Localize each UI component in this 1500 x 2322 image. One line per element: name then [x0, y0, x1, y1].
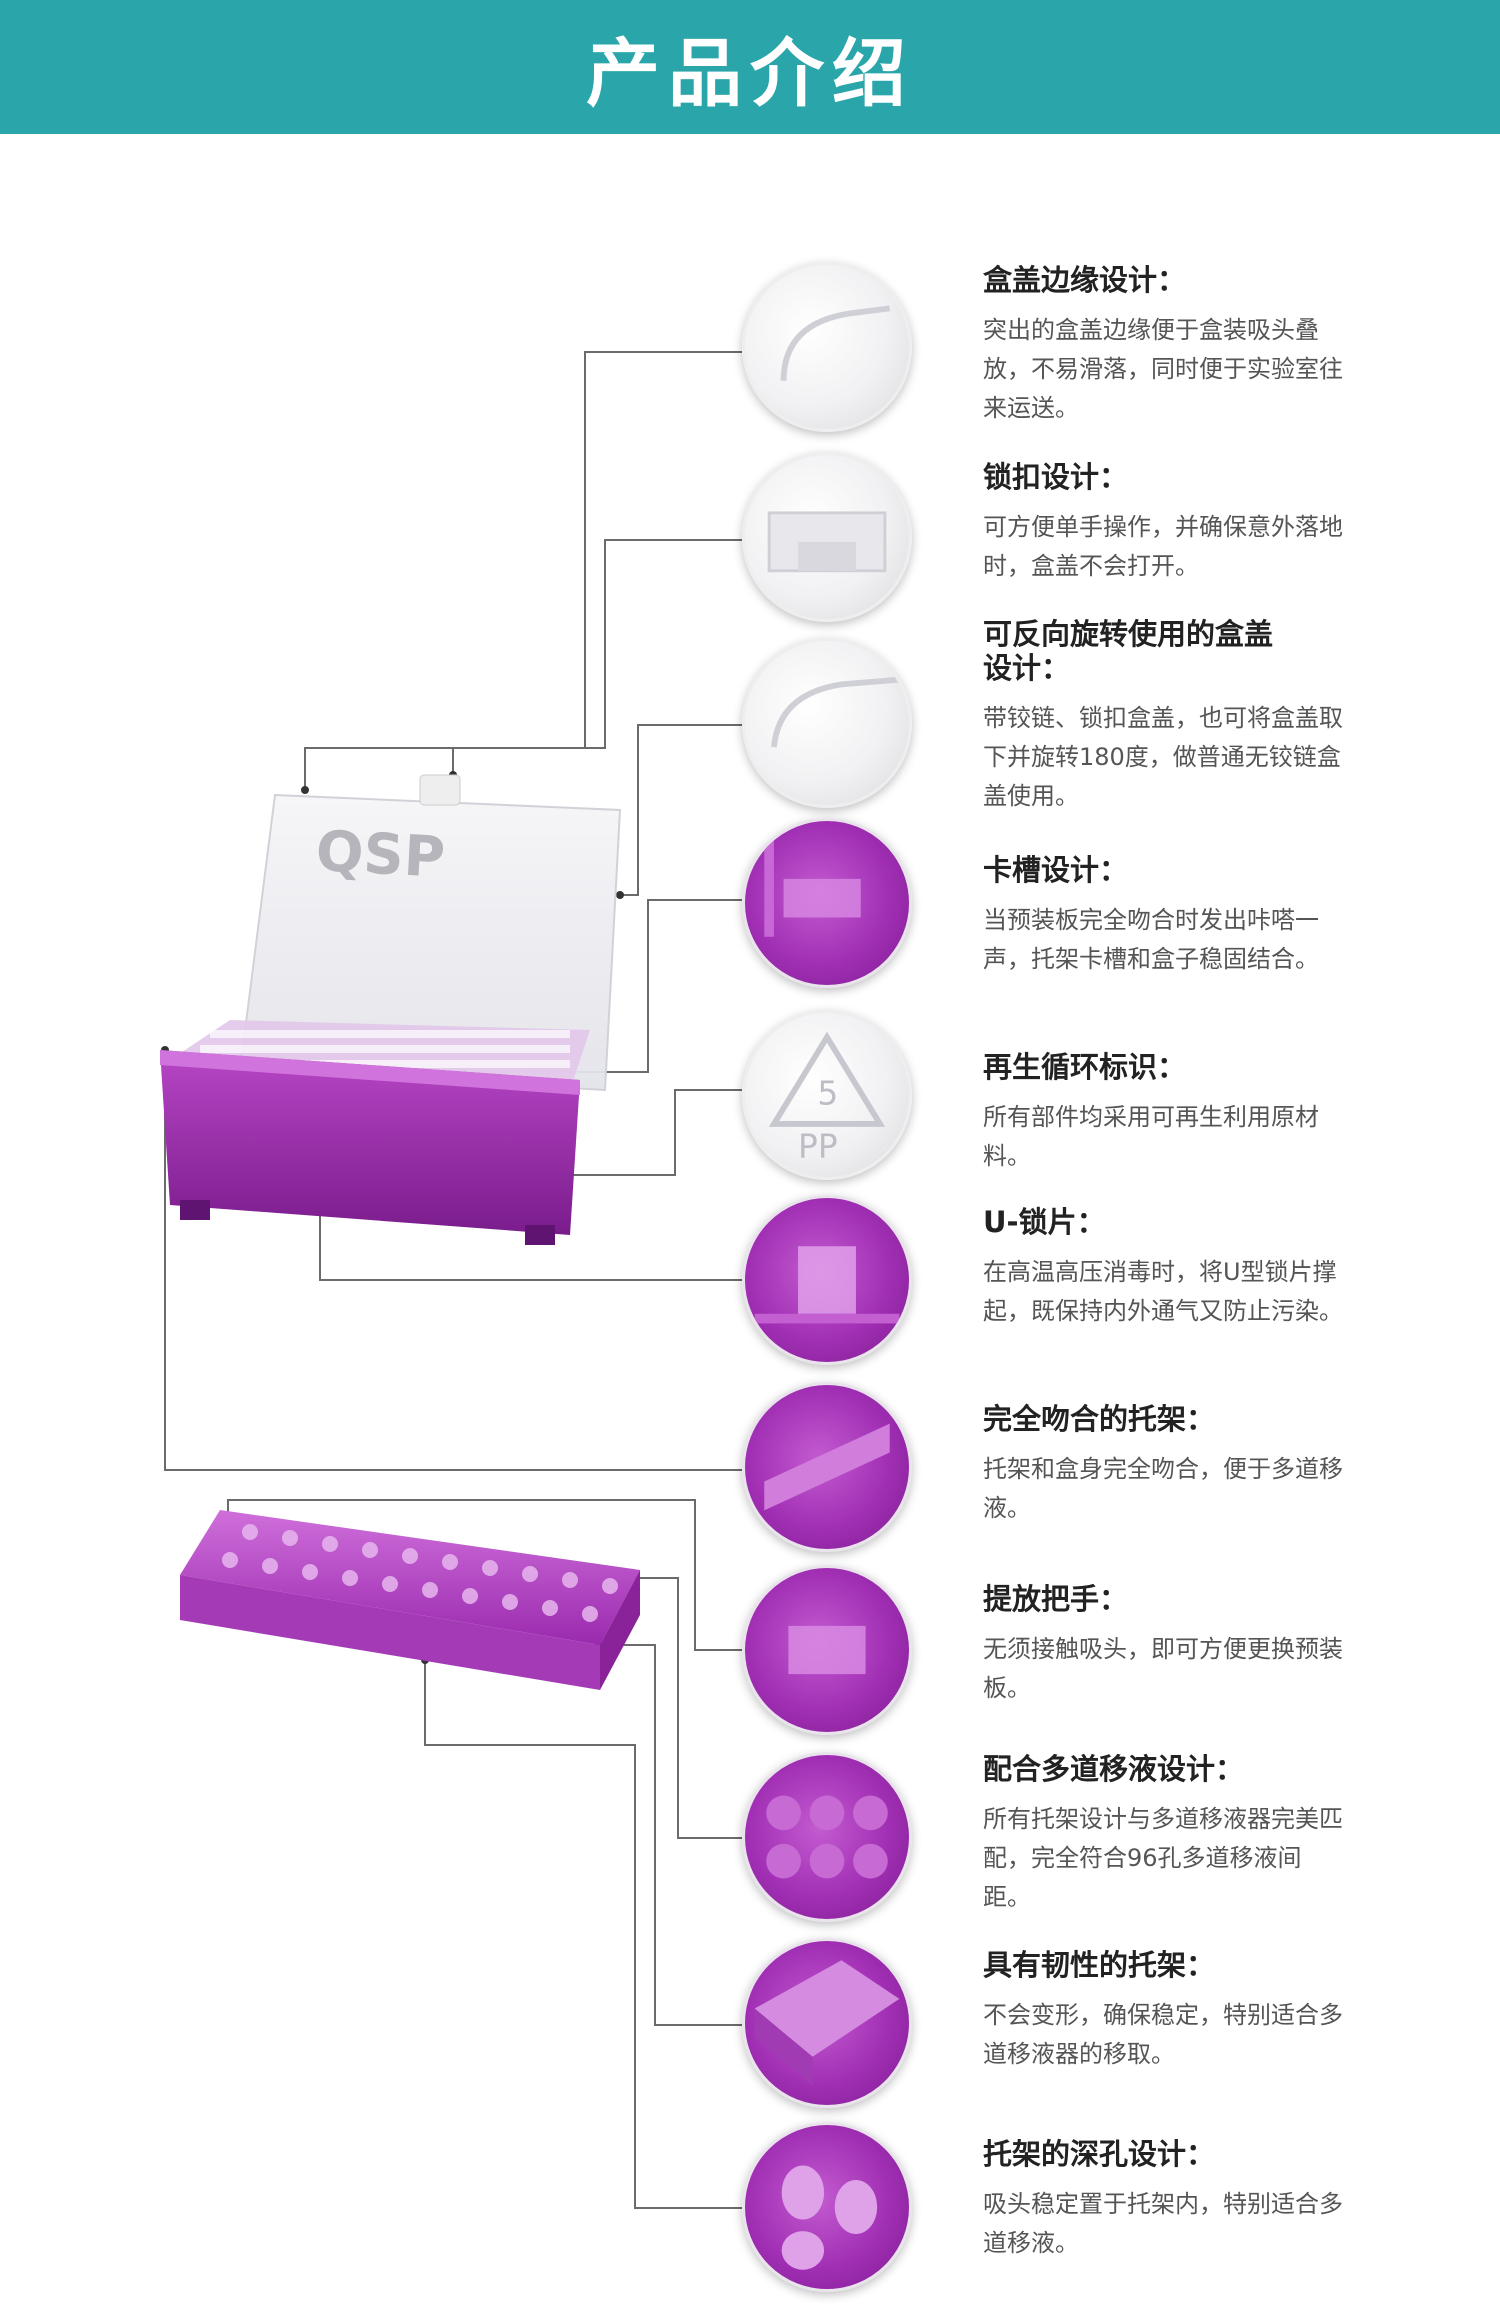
feature-desc: 所有托架设计与多道移液器完美匹配，完全符合96孔多道移液间距。: [983, 1805, 1343, 1911]
detail-image-lid-edge: [742, 262, 912, 432]
recycle-material: PP: [798, 1128, 838, 1166]
connector-line-3: [620, 724, 742, 896]
brand-logo: QSP: [314, 819, 446, 891]
page-header: 产品介绍: [0, 0, 1500, 134]
feature-title: 盒盖边缘设计：: [983, 263, 1187, 297]
feature-fitting-rack: 完全吻合的托架： 托架和盒身完全吻合，便于多道移液。: [983, 1402, 1343, 1528]
feature-recycle: 再生循环标识： 所有部件均采用可再生利用原材料。: [983, 1050, 1343, 1176]
box-lid: [238, 793, 622, 1092]
tip-rack-illustration: [180, 1510, 640, 1690]
detail-image-fitting-rack: [742, 1382, 912, 1552]
feature-latch: 锁扣设计： 可方便单手操作，并确保意外落地时，盒盖不会打开。: [983, 460, 1343, 586]
feature-deep-holes: 托架的深孔设计： 吸头稳定置于托架内，特别适合多道移液。: [983, 2137, 1343, 2263]
feature-desc: 所有部件均采用可再生利用原材料。: [983, 1103, 1319, 1170]
detail-image-reversible-lid: [742, 638, 912, 808]
feature-title: 可反向旋转使用的盒盖设计：: [983, 617, 1274, 685]
feature-desc: 在高温高压消毒时，将U型锁片撑起，既保持内外通气又防止污染。: [983, 1258, 1343, 1325]
detail-image-latch: [742, 452, 912, 622]
feature-desc: 不会变形，确保稳定，特别适合多道移液器的移取。: [983, 2001, 1343, 2068]
lid-latch: [419, 774, 461, 806]
detail-image-multichannel: [742, 1752, 912, 1922]
feature-title: 托架的深孔设计：: [983, 2137, 1216, 2171]
feature-title: 完全吻合的托架：: [983, 1402, 1216, 1436]
feature-desc: 无须接触吸头，即可方便更换预装板。: [983, 1635, 1343, 1702]
detail-image-u-lock: [742, 1195, 912, 1365]
feature-title: 配合多道移液设计：: [983, 1752, 1245, 1786]
recycle-number: 5: [817, 1075, 838, 1113]
feature-title: 具有韧性的托架：: [983, 1948, 1216, 1982]
connector-line-10: [598, 1644, 742, 2026]
feature-title: 提放把手：: [983, 1582, 1129, 1616]
feature-lid-edge: 盒盖边缘设计： 突出的盒盖边缘便于盒装吸头叠放，不易滑落，同时便于实验室往来运送…: [983, 263, 1343, 428]
feature-desc: 托架和盒身完全吻合，便于多道移液。: [983, 1455, 1343, 1522]
box-body: [160, 1050, 580, 1235]
detail-image-slot: [742, 818, 912, 988]
feature-u-lock: U-锁片： 在高温高压消毒时，将U型锁片撑起，既保持内外通气又防止污染。: [983, 1205, 1343, 1331]
feature-desc: 突出的盒盖边缘便于盒装吸头叠放，不易滑落，同时便于实验室往来运送。: [983, 316, 1343, 422]
feature-title: 再生循环标识：: [983, 1050, 1187, 1084]
connector-line-2: [452, 539, 742, 775]
detail-image-recycle-mark: 5 PP: [742, 1010, 912, 1180]
feature-title: 锁扣设计：: [983, 460, 1129, 494]
feature-tough-rack: 具有韧性的托架： 不会变形，确保稳定，特别适合多道移液器的移取。: [983, 1948, 1343, 2074]
feature-desc: 可方便单手操作，并确保意外落地时，盒盖不会打开。: [983, 513, 1343, 580]
feature-title: U-锁片：: [983, 1205, 1106, 1239]
feature-desc: 带铰链、锁扣盒盖，也可将盒盖取下并旋转180度，做普通无铰链盒盖使用。: [983, 704, 1343, 810]
feature-reversible-lid: 可反向旋转使用的盒盖设计： 带铰链、锁扣盒盖，也可将盒盖取下并旋转180度，做普…: [983, 617, 1343, 816]
detail-image-tough-rack: [742, 1938, 912, 2108]
detail-image-handle: [742, 1565, 912, 1735]
feature-desc: 吸头稳定置于托架内，特别适合多道移液。: [983, 2190, 1343, 2257]
tip-box-illustration: QSP: [160, 774, 622, 1245]
connector-line-11: [424, 1660, 742, 2209]
connector-line-1: [304, 351, 742, 790]
feature-title: 卡槽设计：: [983, 853, 1129, 887]
page-title: 产品介绍: [586, 30, 914, 117]
feature-slot: 卡槽设计： 当预装板完全吻合时发出咔嗒一声，托架卡槽和盒子稳固结合。: [983, 853, 1343, 979]
feature-handle: 提放把手： 无须接触吸头，即可方便更换预装板。: [983, 1582, 1343, 1708]
detail-image-deep-holes: [742, 2122, 912, 2292]
feature-multichannel: 配合多道移液设计： 所有托架设计与多道移液器完美匹配，完全符合96孔多道移液间距…: [983, 1752, 1343, 1917]
feature-desc: 当预装板完全吻合时发出咔嗒一声，托架卡槽和盒子稳固结合。: [983, 906, 1319, 973]
